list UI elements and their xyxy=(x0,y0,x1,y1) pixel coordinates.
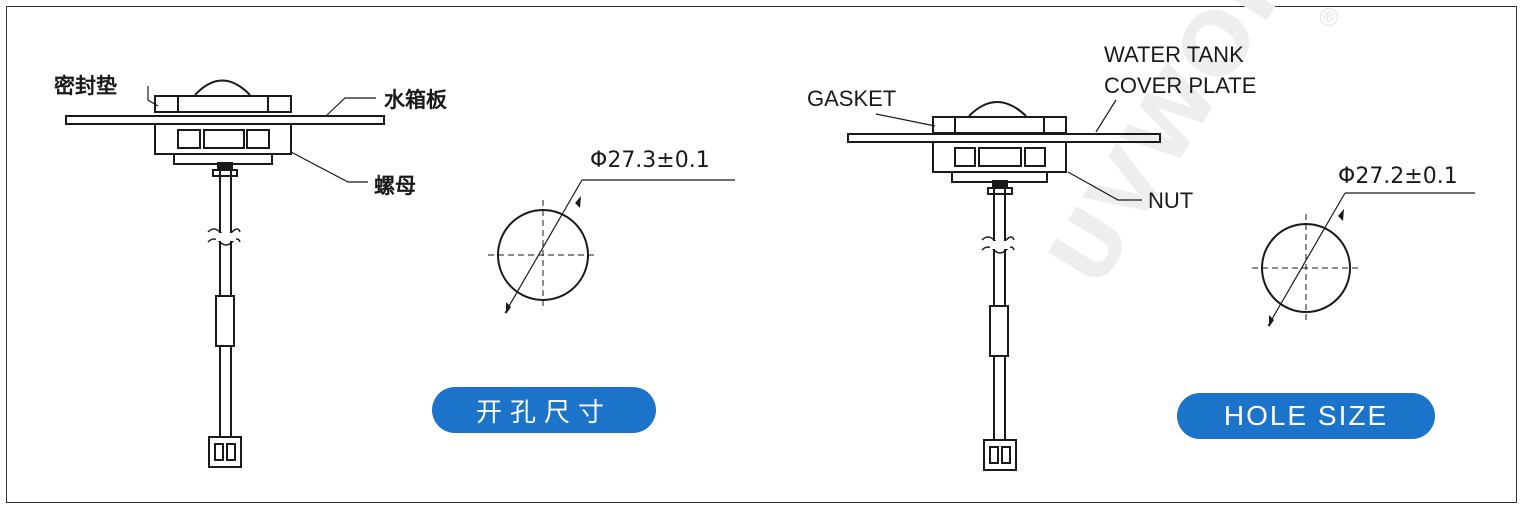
left-sensor-dome xyxy=(194,79,251,96)
right-sensor xyxy=(847,99,1161,471)
right-sensor-nut xyxy=(932,141,1067,173)
left-nut-label: 螺母 xyxy=(374,174,416,198)
left-hole-size-badge: 开孔尺寸 xyxy=(432,387,656,433)
left-shrink-tube xyxy=(215,295,235,347)
right-plate-label-line2: COVER PLATE xyxy=(1104,73,1257,98)
right-gasket-label: GASKET xyxy=(807,86,897,111)
right-sensor-dome xyxy=(968,101,1027,117)
right-sensor-cap xyxy=(932,116,1067,134)
watermark-registered-mark: ® xyxy=(1320,8,1338,26)
left-sensor-nut xyxy=(154,123,292,155)
right-dimension-label: Φ27.2±0.1 xyxy=(1338,164,1458,189)
left-plate-label: 水箱板 xyxy=(384,88,447,112)
diagram-frame xyxy=(6,6,1517,503)
right-nut-label: NUT xyxy=(1148,188,1194,213)
left-sensor-cap xyxy=(154,95,292,113)
right-connector xyxy=(983,439,1017,471)
left-dimension-label: Φ27.3±0.1 xyxy=(590,148,710,173)
left-sensor xyxy=(65,79,385,468)
left-tank-plate xyxy=(65,115,385,125)
left-connector xyxy=(208,436,242,468)
right-tank-plate xyxy=(847,133,1161,143)
right-plate-label-line1: WATER TANK xyxy=(1104,42,1244,67)
left-gasket-label: 密封垫 xyxy=(54,74,117,98)
left-hole-circle xyxy=(488,179,735,314)
right-hole-size-badge: HOLE SIZE xyxy=(1177,393,1435,439)
right-shrink-tube xyxy=(989,305,1009,357)
right-hole-circle xyxy=(1252,192,1475,327)
